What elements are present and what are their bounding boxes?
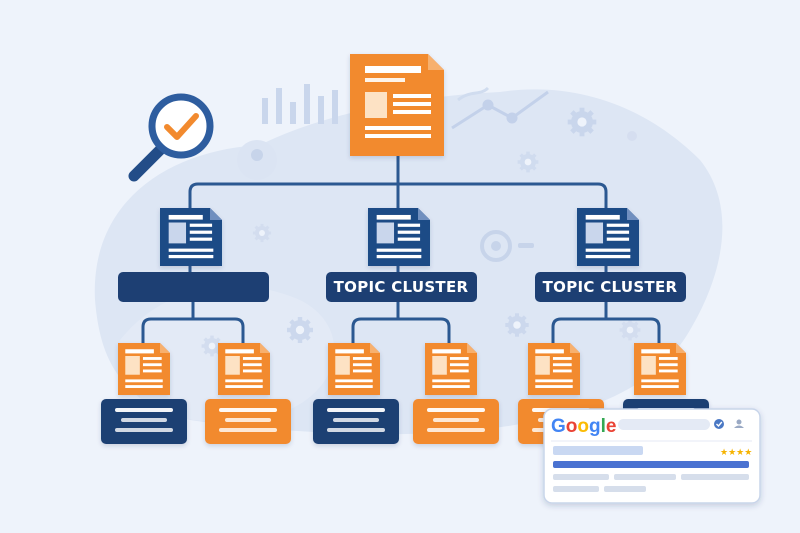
subtopic-page-document-1	[118, 343, 170, 395]
target-icon	[480, 230, 512, 262]
topic-page-document-1	[160, 208, 222, 266]
topic-page-document-3	[577, 208, 639, 266]
cluster-label-bar-1	[118, 272, 269, 302]
subtopic-page-document-4	[425, 343, 477, 395]
content-card-2	[205, 399, 291, 444]
gear-icon	[505, 313, 529, 337]
cluster-label-bar-2: TOPIC CLUSTER	[326, 272, 477, 302]
cluster-label-bar-3: TOPIC CLUSTER	[535, 272, 686, 302]
svg-text:★★★★: ★★★★	[720, 448, 752, 458]
subtopic-page-document-3	[328, 343, 380, 395]
result-url-bar[interactable]	[553, 461, 749, 468]
line-chart-icon	[451, 86, 549, 130]
gear-icon	[619, 319, 641, 341]
subtopic-page-document-5	[528, 343, 580, 395]
topic-page-document-2	[368, 208, 430, 266]
cluster-label-text: TOPIC CLUSTER	[334, 278, 469, 296]
content-card-1	[101, 399, 187, 444]
result-title-bar[interactable]	[553, 446, 643, 455]
subtopic-page-document-2	[218, 343, 270, 395]
cluster-label-text: TOPIC CLUSTER	[543, 278, 678, 296]
google-logo: Google	[551, 416, 616, 437]
user-icon	[734, 419, 744, 428]
subtopic-page-document-6	[634, 343, 686, 395]
connector-lines	[141, 154, 661, 347]
magnifier-check-icon	[128, 93, 214, 182]
search-bar[interactable]	[618, 419, 710, 430]
pillar-page-document	[350, 54, 444, 156]
verified-check-icon	[714, 419, 724, 429]
content-card-3	[313, 399, 399, 444]
gear-icon	[287, 317, 313, 343]
rating-stars-icon: ★★★★	[720, 448, 752, 458]
gear-icon	[567, 107, 597, 137]
gear-icon	[252, 223, 272, 243]
bar-chart-icon	[262, 84, 338, 124]
gear-icon	[201, 335, 223, 357]
gear-icon	[517, 151, 539, 173]
content-card-4	[413, 399, 499, 444]
google-logo-g: G	[551, 416, 566, 437]
